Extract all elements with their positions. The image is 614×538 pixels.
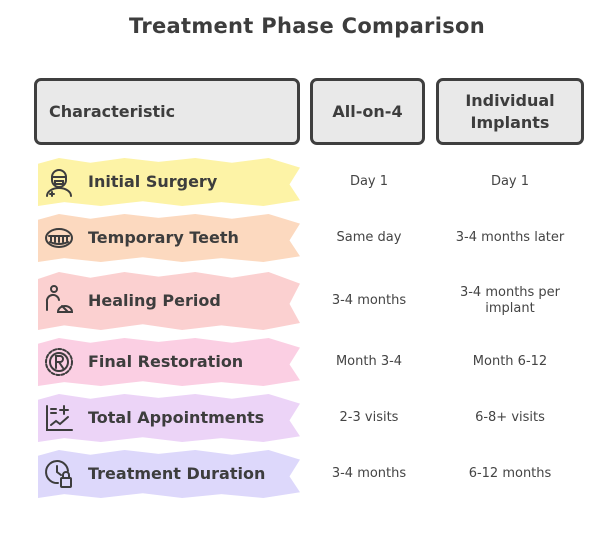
clock-lock-icon bbox=[45, 460, 72, 488]
teeth-icon bbox=[45, 228, 73, 248]
row-label: Final Restoration bbox=[88, 352, 244, 371]
cell-all-on-4: 3-4 months bbox=[331, 466, 407, 481]
cell-all-on-4: 2-3 visits bbox=[339, 410, 399, 425]
cell-all-on-4: 3-4 months bbox=[331, 293, 407, 308]
row-band bbox=[38, 450, 300, 498]
cell-all-on-4: Month 3-4 bbox=[335, 354, 403, 369]
cell-all-on-4: Day 1 bbox=[349, 174, 389, 189]
row-band bbox=[38, 158, 300, 206]
cell-all-on-4: Same day bbox=[336, 230, 402, 245]
cell-individual: 6-12 months bbox=[468, 466, 552, 481]
row-label: Temporary Teeth bbox=[88, 228, 239, 247]
chart-plus-icon bbox=[46, 405, 73, 431]
row-band bbox=[38, 214, 300, 262]
surgeon-icon bbox=[46, 169, 72, 197]
row-label: Healing Period bbox=[88, 291, 221, 310]
cell-individual: Day 1 bbox=[490, 174, 530, 189]
row-label: Initial Surgery bbox=[88, 172, 218, 191]
header-all-on-4: All-on-4 bbox=[310, 78, 425, 145]
header-individual-implants: Individual Implants bbox=[436, 78, 584, 145]
row-label: Total Appointments bbox=[88, 408, 265, 427]
cell-individual: 3-4 months per implant bbox=[459, 285, 561, 316]
cell-individual: 6-8+ visits bbox=[475, 410, 545, 425]
row-band bbox=[38, 338, 300, 386]
cell-individual: 3-4 months later bbox=[455, 230, 565, 245]
restoration-badge-icon bbox=[45, 348, 73, 376]
cell-individual: Month 6-12 bbox=[472, 354, 548, 369]
page-title: Treatment Phase Comparison bbox=[129, 14, 485, 38]
row-band bbox=[38, 272, 300, 330]
header-all-on-4-label: All-on-4 bbox=[332, 102, 403, 121]
header-individual-implants-label: Individual Implants bbox=[465, 90, 555, 132]
header-characteristic-label: Characteristic bbox=[49, 102, 176, 121]
healing-icon bbox=[45, 285, 74, 313]
row-band bbox=[38, 394, 300, 442]
header-characteristic: Characteristic bbox=[34, 78, 300, 145]
row-label: Treatment Duration bbox=[88, 464, 266, 483]
